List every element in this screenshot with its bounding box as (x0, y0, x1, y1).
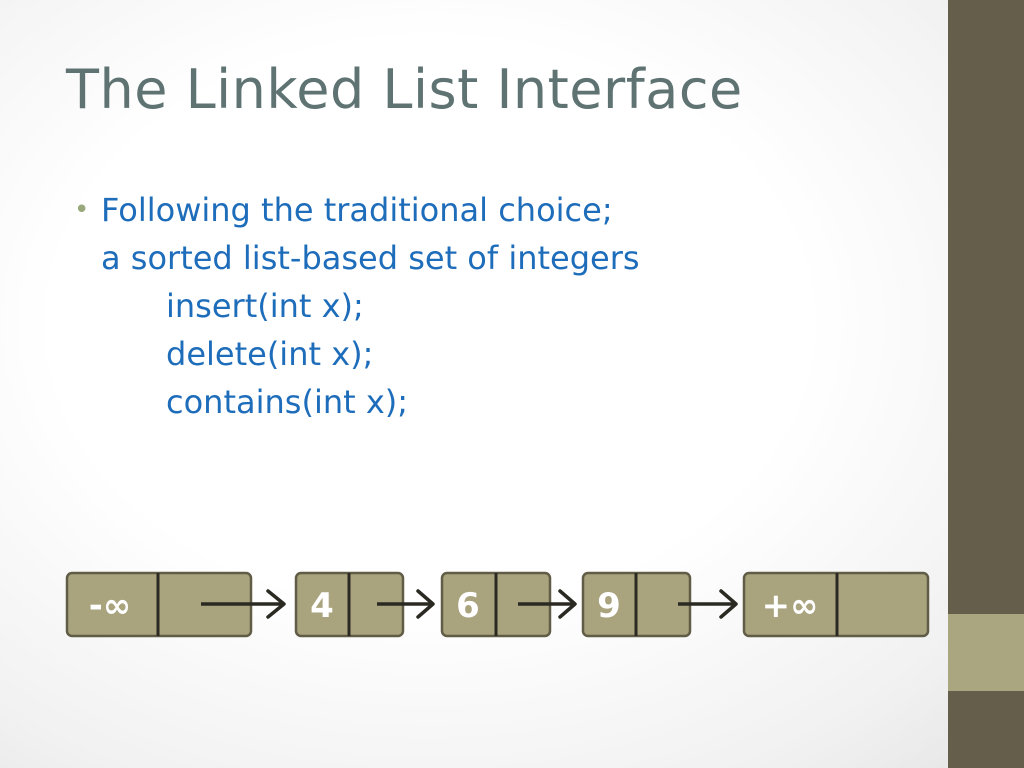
node-value: -∞ (89, 586, 131, 626)
list-node: 4 (294, 571, 405, 638)
list-node: +∞ (742, 571, 930, 638)
bullet-item: • Following the traditional choice; a so… (74, 186, 640, 426)
bullet-line-1: Following the traditional choice; (101, 191, 613, 229)
node-value: 9 (597, 586, 621, 626)
next-pointer-arrow (678, 589, 738, 619)
list-node: -∞ (65, 571, 253, 638)
method-insert: insert(int x); (166, 287, 364, 325)
bullet-block: • Following the traditional choice; a so… (74, 186, 640, 426)
method-contains: contains(int x); (166, 383, 409, 421)
side-bar-accent (948, 614, 1024, 691)
next-pointer-arrow (201, 589, 286, 619)
node-value: 4 (310, 586, 334, 626)
list-node: 6 (440, 571, 552, 638)
list-node: 9 (581, 571, 692, 638)
node-value: 6 (456, 586, 480, 626)
bullet-dot-icon: • (74, 195, 90, 225)
next-pointer-arrow (518, 589, 577, 619)
bullet-line-2: a sorted list-based set of integers (101, 239, 640, 277)
node-value: +∞ (762, 586, 819, 626)
method-delete: delete(int x); (166, 335, 374, 373)
slide-title: The Linked List Interface (66, 58, 743, 121)
next-pointer-arrow (377, 589, 435, 619)
